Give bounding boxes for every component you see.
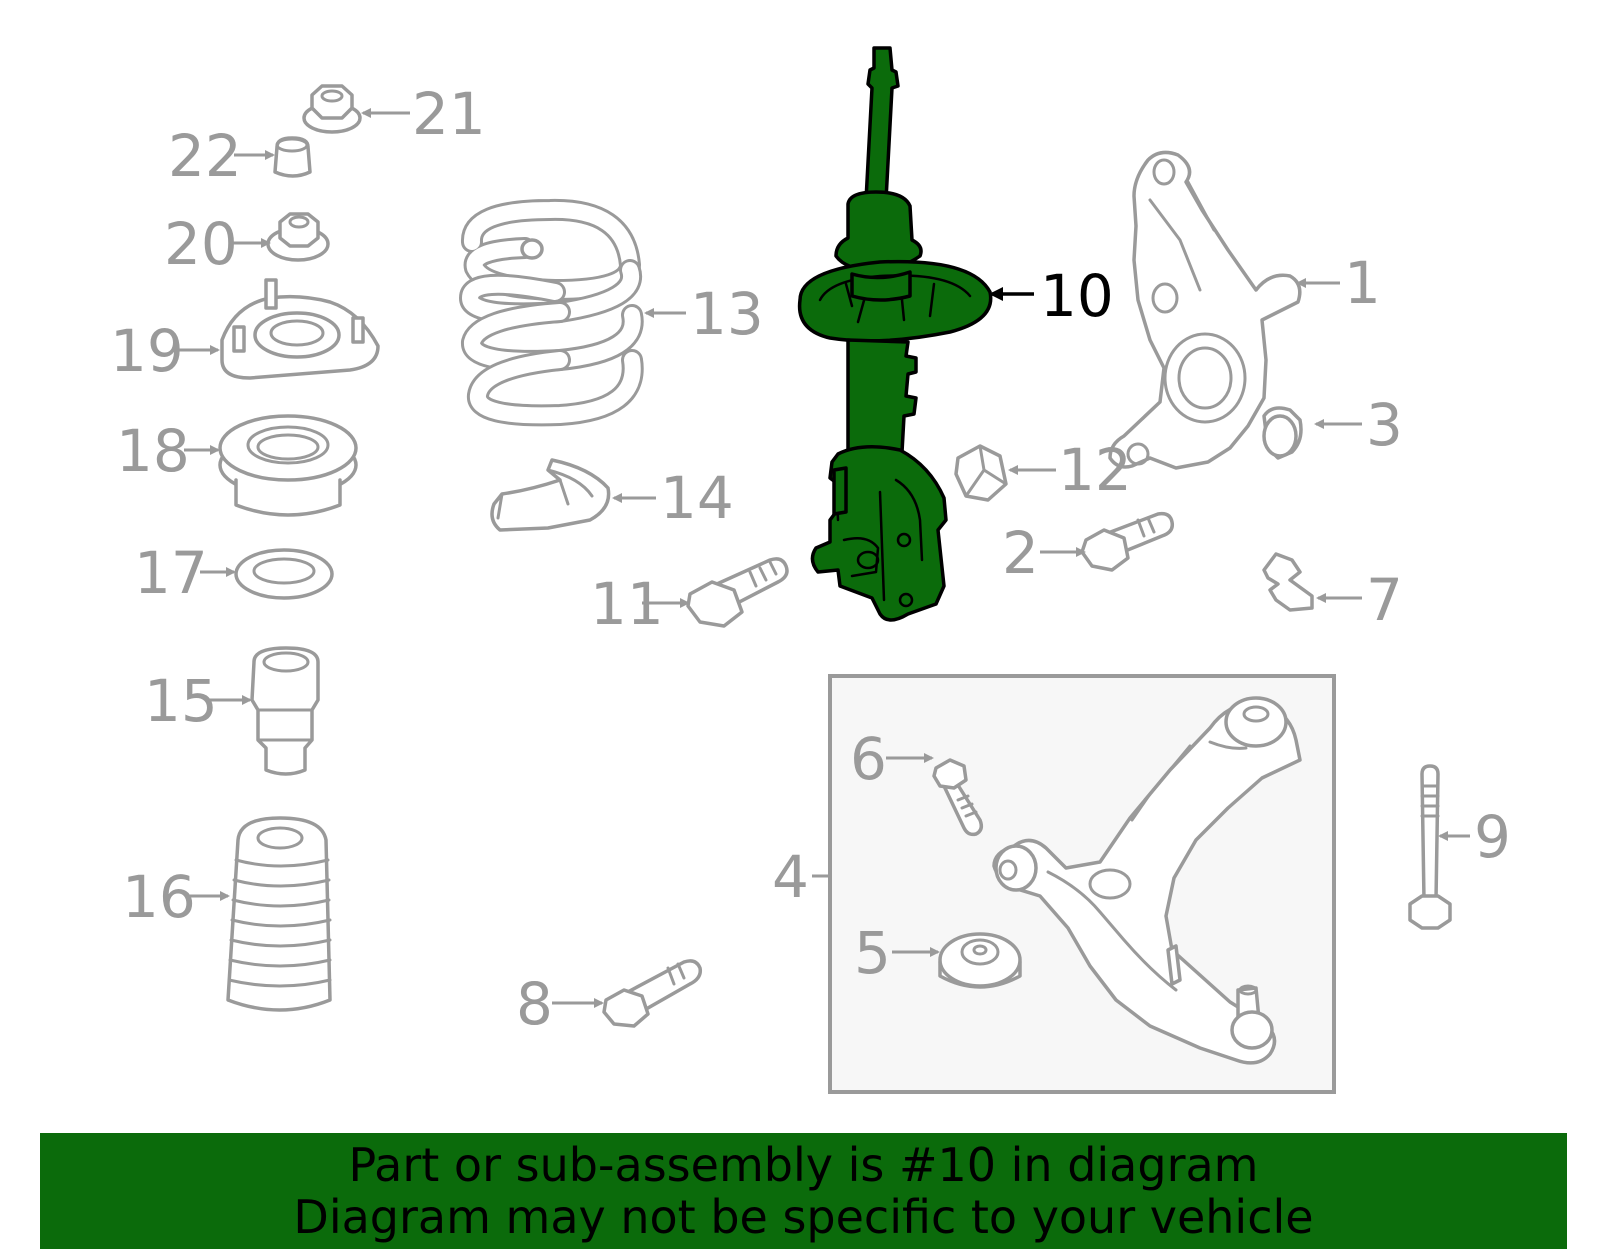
part-11-bolt[interactable] xyxy=(686,557,789,628)
part-13-coil-spring[interactable] xyxy=(459,198,644,427)
callout-14[interactable]: 14 xyxy=(660,464,734,532)
banner-line-2: Diagram may not be specific to your vehi… xyxy=(293,1190,1314,1244)
callout-6[interactable]: 6 xyxy=(850,725,887,793)
callout-8[interactable]: 8 xyxy=(516,970,553,1038)
part-5-washer[interactable] xyxy=(938,932,1022,989)
part-9-long-bolt[interactable] xyxy=(1408,764,1452,930)
part-16-dust-boot[interactable] xyxy=(226,816,332,1012)
part-7-clip[interactable] xyxy=(1262,552,1314,612)
callout-10[interactable]: 10 xyxy=(1040,262,1114,330)
callout-2[interactable]: 2 xyxy=(1002,519,1039,587)
leader-lines xyxy=(176,108,1470,1008)
part-12-nut[interactable] xyxy=(954,444,1008,502)
part-21-nut[interactable] xyxy=(302,84,362,134)
callout-7[interactable]: 7 xyxy=(1366,566,1403,634)
part-20-nut[interactable] xyxy=(266,212,330,262)
part-1-steering-knuckle[interactable] xyxy=(1108,150,1302,470)
callout-22[interactable]: 22 xyxy=(168,122,242,190)
callout-13[interactable]: 13 xyxy=(690,280,764,348)
part-6-bolt[interactable] xyxy=(932,758,984,837)
callout-3[interactable]: 3 xyxy=(1366,391,1403,459)
callout-18[interactable]: 18 xyxy=(116,417,190,485)
part-15-bump-stop[interactable] xyxy=(250,646,320,776)
part-18-spring-seat[interactable] xyxy=(218,414,358,517)
part-4-lower-control-arm[interactable] xyxy=(992,696,1302,1065)
part-2-bolt[interactable] xyxy=(1080,511,1175,572)
part-22-cap[interactable] xyxy=(273,136,312,178)
callout-5[interactable]: 5 xyxy=(854,919,891,987)
part-3-nut[interactable] xyxy=(1262,406,1303,460)
part-14-spring-seat-lower[interactable] xyxy=(490,458,611,532)
callout-17[interactable]: 17 xyxy=(134,539,208,607)
part-19-strut-mount[interactable] xyxy=(220,278,380,380)
callout-1[interactable]: 1 xyxy=(1344,249,1381,317)
callout-4[interactable]: 4 xyxy=(772,843,809,911)
notice-banner: Part or sub-assembly is #10 in diagram D… xyxy=(40,1133,1567,1249)
callout-21[interactable]: 21 xyxy=(412,80,486,148)
banner-line-1: Part or sub-assembly is #10 in diagram xyxy=(348,1138,1259,1192)
callout-15[interactable]: 15 xyxy=(144,667,218,735)
callout-12[interactable]: 12 xyxy=(1058,436,1132,504)
callout-labels: 21 22 20 19 18 17 15 16 13 14 12 11 2 1 … xyxy=(110,80,1511,1038)
callout-9[interactable]: 9 xyxy=(1474,803,1511,871)
callout-11[interactable]: 11 xyxy=(590,570,664,638)
callout-20[interactable]: 20 xyxy=(164,210,238,278)
part-17-insulator[interactable] xyxy=(234,548,334,600)
callout-19[interactable]: 19 xyxy=(110,317,184,385)
part-8-bolt[interactable] xyxy=(602,959,703,1028)
callout-16[interactable]: 16 xyxy=(122,863,196,931)
part-10-strut-assembly[interactable] xyxy=(797,46,993,622)
